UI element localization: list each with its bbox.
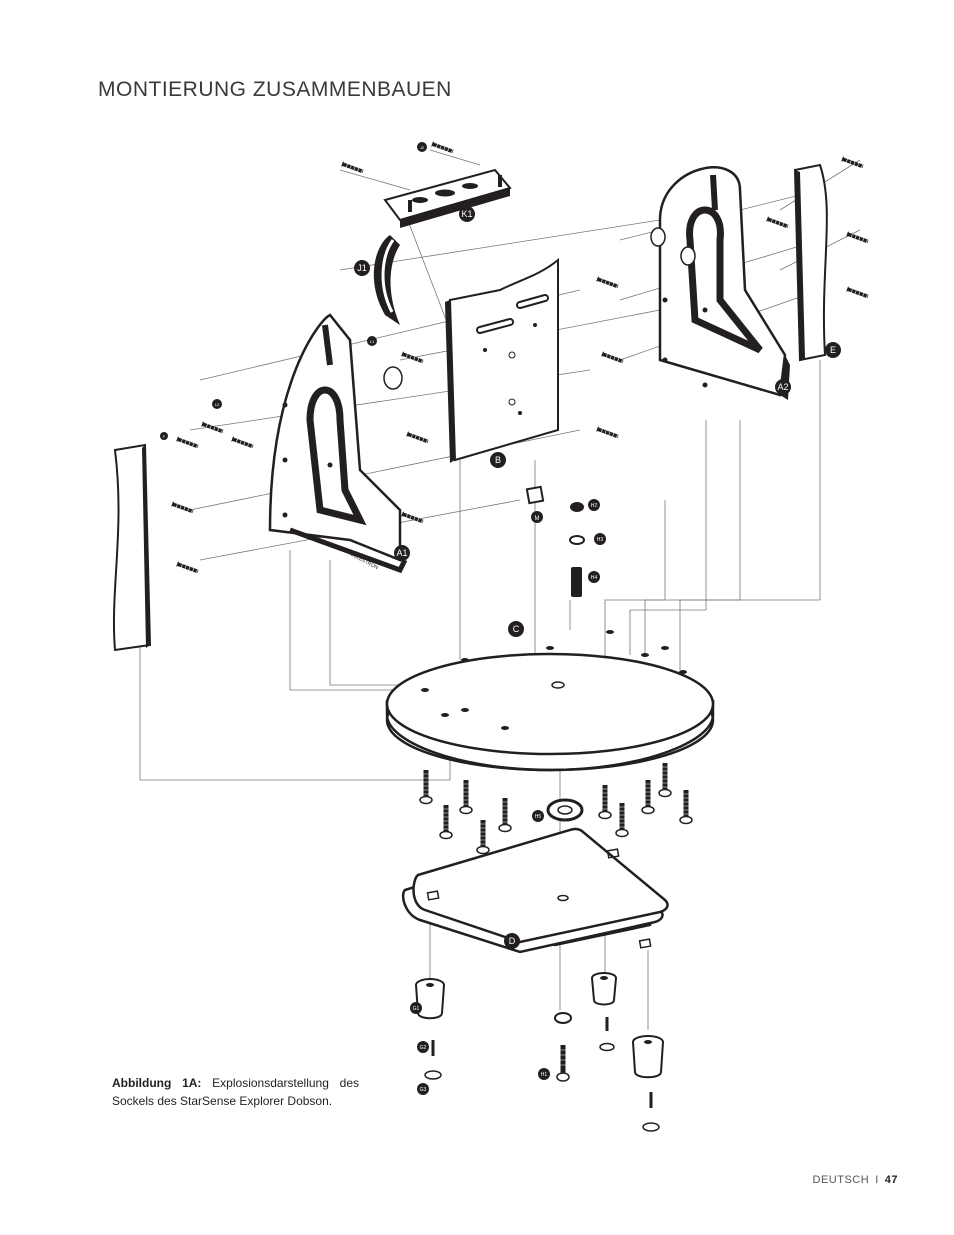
part-left-board: [112, 443, 152, 652]
part-a1-side-panel: CELESTRON: [268, 313, 408, 574]
footer-separator: I: [875, 1174, 879, 1186]
label-l2: L2: [212, 399, 222, 409]
svg-text:H4: H4: [591, 575, 598, 581]
svg-text:H2: H2: [591, 503, 598, 509]
label-f: F: [160, 432, 168, 440]
label-g1: G1: [410, 1002, 422, 1014]
part-k1-bracket: [383, 168, 512, 228]
caption-label: Abbildung 1A:: [112, 1076, 202, 1090]
svg-text:J2: J2: [420, 145, 425, 150]
page-number: 47: [884, 1174, 898, 1186]
svg-text:G3: G3: [420, 1087, 427, 1093]
svg-text:L2: L2: [215, 402, 220, 407]
exploded-assembly-diagram: CELESTRON: [112, 140, 870, 1132]
label-h5: H5: [532, 810, 544, 822]
svg-text:D: D: [509, 936, 516, 946]
label-a1: A1: [394, 545, 410, 561]
footer-language: DEUTSCH: [812, 1174, 870, 1186]
svg-text:A1: A1: [396, 548, 407, 558]
label-h2: H2: [588, 499, 600, 511]
label-h3: H3: [594, 533, 606, 545]
label-k1: K1: [459, 206, 475, 222]
part-j1-handle: [373, 235, 400, 325]
svg-text:G1: G1: [413, 1006, 420, 1012]
label-j1: J1: [354, 260, 370, 276]
svg-text:A2: A2: [777, 382, 788, 392]
label-m: M: [531, 511, 543, 523]
svg-text:B: B: [495, 455, 501, 465]
label-h1: H1: [538, 1068, 550, 1080]
label-j2: J2: [417, 142, 427, 152]
part-e-bar: [793, 163, 828, 362]
label-g2: G2: [417, 1041, 429, 1053]
svg-text:C: C: [513, 624, 520, 634]
svg-text:L1: L1: [370, 339, 375, 344]
caption-text: Explosionsdarstellung des Sockels des St…: [112, 1076, 360, 1108]
svg-text:H3: H3: [597, 537, 604, 543]
svg-text:H1: H1: [541, 1072, 548, 1078]
part-a2-side-panel: [650, 166, 790, 400]
svg-text:G2: G2: [420, 1045, 427, 1051]
label-g3: G3: [417, 1083, 429, 1095]
label-c: C: [508, 621, 524, 637]
part-b-center-panel: [445, 257, 559, 463]
hardware-stack: [525, 485, 585, 597]
label-b: B: [490, 452, 506, 468]
base-screws: [419, 762, 693, 855]
svg-text:F: F: [163, 434, 166, 439]
page-footer: DEUTSCH I 47: [813, 1174, 898, 1186]
figure-caption: Abbildung 1A: Explosionsdarstellung des …: [112, 1074, 359, 1110]
part-c-round-base: [385, 630, 715, 772]
svg-text:E: E: [830, 345, 836, 355]
part-labels: K1 J1 A1 A2 B E C D M H2 H3 H4 H5 H1 G1 …: [160, 142, 841, 1095]
label-h4: H4: [588, 571, 600, 583]
feet-assembly: [415, 972, 664, 1132]
label-a2: A2: [775, 379, 791, 395]
label-d: D: [504, 933, 520, 949]
label-e: E: [825, 342, 841, 358]
page-title: MONTIERUNG ZUSAMMENBAUEN: [98, 78, 452, 101]
part-d-triangle-base: [401, 827, 669, 954]
svg-text:J1: J1: [357, 263, 367, 273]
svg-text:K1: K1: [461, 209, 472, 219]
svg-text:M: M: [535, 516, 540, 522]
svg-text:H5: H5: [535, 814, 542, 820]
label-l1: L1: [367, 336, 377, 346]
